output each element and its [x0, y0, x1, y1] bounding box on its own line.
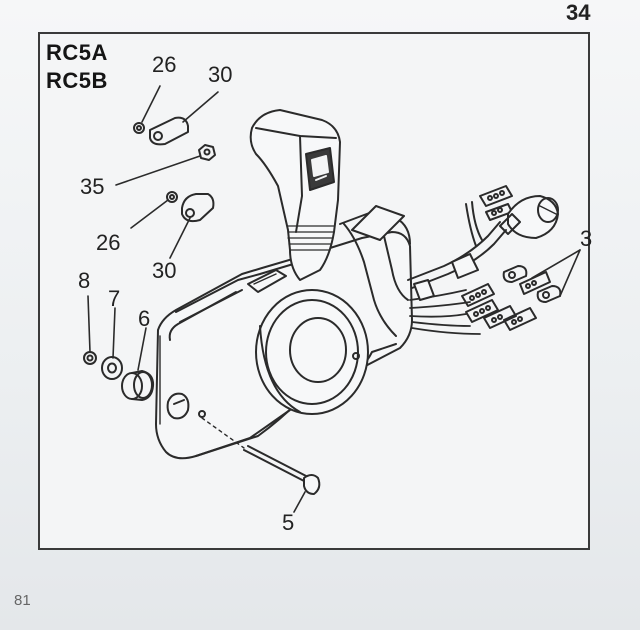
- callout-26-mid: 26: [96, 230, 121, 255]
- model-label-rc5b: RC5B: [46, 68, 108, 93]
- callout-30-mid: 30: [152, 258, 177, 283]
- callout-6: 6: [138, 306, 151, 331]
- callout-5: 5: [282, 510, 295, 535]
- model-label-rc5a: RC5A: [46, 40, 108, 65]
- bracket-30-mid-icon: [181, 193, 215, 223]
- washer-7-icon: [101, 356, 123, 380]
- nut-8-icon: [83, 351, 97, 365]
- callout-7: 7: [108, 286, 121, 311]
- nut-26-top-icon: [133, 122, 145, 134]
- nut-26-mid-icon: [166, 191, 178, 203]
- leader-lines: [87, 85, 581, 513]
- connector-group-lower: [461, 265, 562, 331]
- page-corner-number: 34: [566, 0, 591, 25]
- callout-30-top: 30: [208, 62, 233, 87]
- callout-35: 35: [80, 174, 105, 199]
- key-switch-icon: [499, 195, 559, 239]
- wiring-harness: [407, 221, 507, 335]
- bracket-30-top-icon: [149, 116, 189, 146]
- page-number: 81: [14, 592, 31, 609]
- callout-26-top: 26: [152, 52, 177, 77]
- connector-group-upper: [465, 185, 513, 247]
- control-lever: [247, 109, 341, 293]
- callout-3: 3: [580, 226, 593, 251]
- hex-nut-35-icon: [198, 144, 216, 161]
- lever-hub: [255, 289, 369, 415]
- bolt-5-icon: [201, 417, 321, 495]
- callout-8: 8: [78, 268, 91, 293]
- bushing-6-icon: [121, 370, 155, 401]
